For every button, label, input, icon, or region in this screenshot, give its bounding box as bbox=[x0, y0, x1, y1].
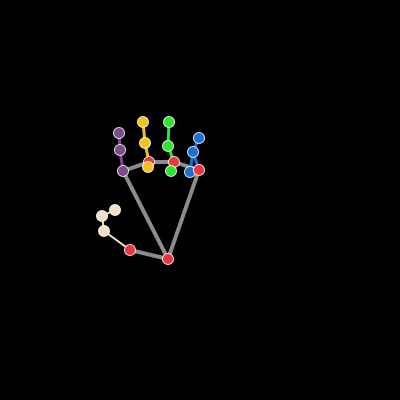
palm-edge-wrist-thumb bbox=[128, 248, 170, 261]
thumb-base-joint bbox=[124, 244, 136, 256]
pinky-tip-joint bbox=[193, 132, 205, 144]
ring-tip-joint bbox=[163, 116, 175, 128]
middle-joint-2 bbox=[139, 137, 151, 149]
ring-joint-2 bbox=[162, 140, 174, 152]
palm-edge-wrist-pinky bbox=[166, 168, 201, 261]
index-joint-2 bbox=[114, 144, 126, 156]
index-tip-joint bbox=[113, 127, 125, 139]
ring-base-joint bbox=[165, 165, 177, 177]
index-base-joint bbox=[117, 165, 129, 177]
palm-edge-wrist-index bbox=[121, 169, 170, 261]
wrist-joint bbox=[162, 253, 174, 265]
pinky-knuckle-joint bbox=[193, 164, 205, 176]
middle-base-joint bbox=[142, 161, 154, 173]
middle-tip-joint bbox=[137, 116, 149, 128]
thumb-joint-3 bbox=[96, 210, 108, 222]
pinky-joint-2 bbox=[187, 146, 199, 158]
thumb-tip-joint bbox=[109, 204, 121, 216]
thumb-joint-2 bbox=[98, 225, 110, 237]
